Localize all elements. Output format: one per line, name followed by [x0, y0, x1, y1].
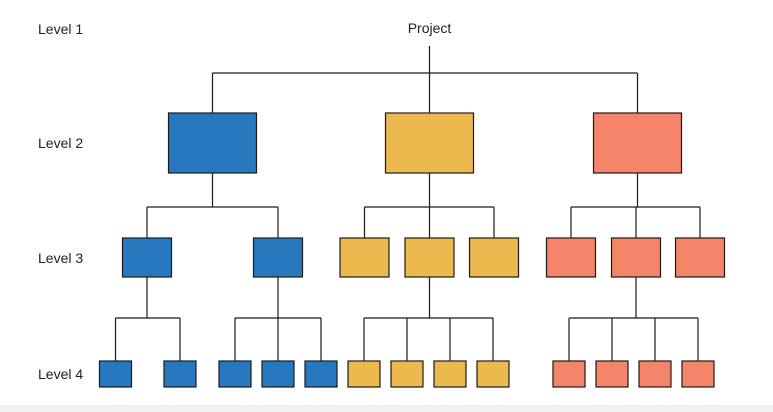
level-4-label: Level 4	[38, 366, 84, 382]
level-3-label: Level 3	[38, 250, 84, 266]
level-2-label: Level 2	[38, 135, 84, 151]
bottom-edge-strip	[0, 405, 773, 412]
level-4-box-salmon-1-1	[595, 360, 629, 388]
level-4-box-blue-0-1	[163, 360, 197, 388]
level-4-box-blue-0-0	[98, 360, 133, 388]
level-2-box-blue	[167, 112, 258, 174]
level-1-label: Level 1	[38, 21, 84, 37]
level-3-box-yellow-1	[404, 237, 455, 278]
level-4-box-salmon-1-2	[638, 360, 672, 388]
level-4-box-yellow-1-2	[433, 360, 467, 388]
level-3-box-blue-1	[252, 237, 304, 278]
level-3-box-salmon-2	[674, 237, 726, 278]
level-4-box-blue-1-0	[218, 360, 252, 388]
level-4-box-yellow-1-3	[476, 360, 510, 388]
level-4-box-yellow-1-1	[390, 360, 424, 388]
level-3-box-salmon-0	[545, 237, 597, 278]
level-3-box-blue-0	[121, 237, 173, 278]
level-4-box-blue-1-2	[304, 360, 338, 388]
project-root-label: Project	[407, 20, 452, 36]
level-4-box-blue-1-1	[261, 360, 295, 388]
level-3-box-yellow-2	[468, 237, 520, 278]
level-3-box-yellow-0	[339, 237, 390, 278]
level-2-box-yellow	[384, 112, 475, 174]
level-4-box-yellow-1-0	[347, 360, 381, 388]
level-2-box-salmon	[592, 112, 683, 174]
level-3-box-salmon-1	[610, 237, 662, 278]
level-4-box-salmon-1-3	[681, 360, 715, 388]
level-4-box-salmon-1-0	[552, 360, 586, 388]
